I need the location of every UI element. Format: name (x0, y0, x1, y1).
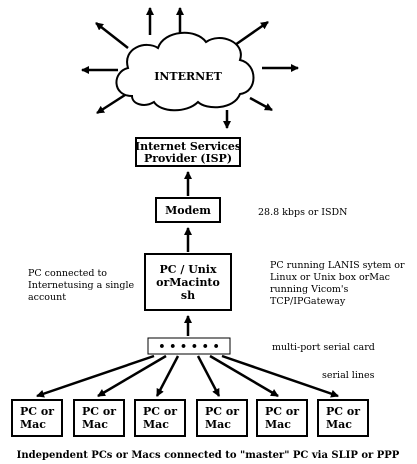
arrow-ne (234, 20, 269, 47)
left-note-line: PC connected to (28, 268, 107, 279)
pc-unix-node: PC / Unix orMacinto sh (144, 253, 232, 311)
client-pc-box (196, 399, 248, 437)
client-pc: PC or Mac (134, 399, 186, 437)
serial-lines-label: serial lines (322, 370, 375, 381)
client-pc: PC or Mac (73, 399, 125, 437)
modem-label: Modem (165, 204, 211, 217)
pc-unix-line3: sh (181, 289, 195, 302)
serial-card-ports: • • • • • • (158, 340, 219, 353)
client-pc: PC or Mac (11, 399, 63, 437)
serial-line-4 (196, 355, 221, 397)
client-pc-line1: PC or (143, 405, 177, 418)
client-pc-line2: Mac (205, 418, 231, 431)
serial-card-node: • • • • • • multi-port serial card (147, 337, 375, 355)
isp-line1: Internet Services (135, 140, 241, 153)
client-pc-box (11, 399, 63, 437)
isp-node: Internet Services Provider (ISP) (135, 137, 241, 167)
client-pc-box (73, 399, 125, 437)
client-pc: PC or Mac (256, 399, 308, 437)
client-pc-box (317, 399, 369, 437)
pc-right-note: PC running LANIS sytem or Linux or Unix … (270, 260, 405, 307)
pc-unix-line1: PC / Unix (159, 263, 216, 276)
right-note-line: Linux or Unix box orMac (270, 272, 390, 283)
cloud-radiating-arrows (81, 7, 299, 129)
serial-line-6 (221, 354, 339, 398)
client-pc-line1: PC or (326, 405, 360, 418)
serial-line-1 (36, 354, 155, 398)
arrow-sw (96, 93, 126, 115)
serial-line-3 (155, 355, 180, 397)
serial-lines (36, 354, 339, 398)
client-pc: PC or Mac (317, 399, 369, 437)
client-pc-line2: Mac (326, 418, 352, 431)
internet-label: INTERNET (154, 70, 222, 83)
diagram-caption: Independent PCs or Macs connected to "ma… (17, 450, 400, 461)
serial-line-2 (97, 354, 167, 398)
arrow-se (249, 96, 273, 112)
client-pc: PC or Mac (196, 399, 248, 437)
cloud-shape (115, 31, 255, 112)
right-note-line: PC running LANIS sytem or (270, 260, 405, 271)
internet-cloud: INTERNET (115, 31, 255, 112)
serial-card-label: multi-port serial card (272, 342, 375, 353)
client-pc-line2: Mac (82, 418, 108, 431)
pc-left-note: PC connected to Internetusing a single a… (28, 268, 134, 303)
client-pc-line1: PC or (205, 405, 239, 418)
modem-speed-note: 28.8 kbps or ISDN (258, 207, 347, 218)
left-note-line: account (28, 292, 66, 303)
client-pc-line1: PC or (82, 405, 116, 418)
client-pc-line2: Mac (20, 418, 46, 431)
pc-unix-box (144, 253, 232, 311)
serial-card-box (147, 337, 231, 355)
right-note-line: running Vicom's (270, 284, 349, 295)
client-pc-line2: Mac (265, 418, 291, 431)
client-pc-line1: PC or (20, 405, 54, 418)
modem-box (155, 197, 221, 223)
client-pc-line1: PC or (265, 405, 299, 418)
client-pc-line2: Mac (143, 418, 169, 431)
modem-node: Modem 28.8 kbps or ISDN (155, 197, 347, 223)
right-note-line: TCP/IPGateway (270, 296, 346, 307)
pc-unix-line2: orMacinto (156, 276, 220, 289)
left-note-line: Internetusing a single (28, 280, 134, 291)
serial-line-5 (209, 354, 279, 398)
client-pc-box (134, 399, 186, 437)
isp-line2: Provider (ISP) (144, 152, 232, 165)
isp-box (135, 137, 241, 167)
client-pc-box (256, 399, 308, 437)
arrow-nw (95, 22, 129, 49)
